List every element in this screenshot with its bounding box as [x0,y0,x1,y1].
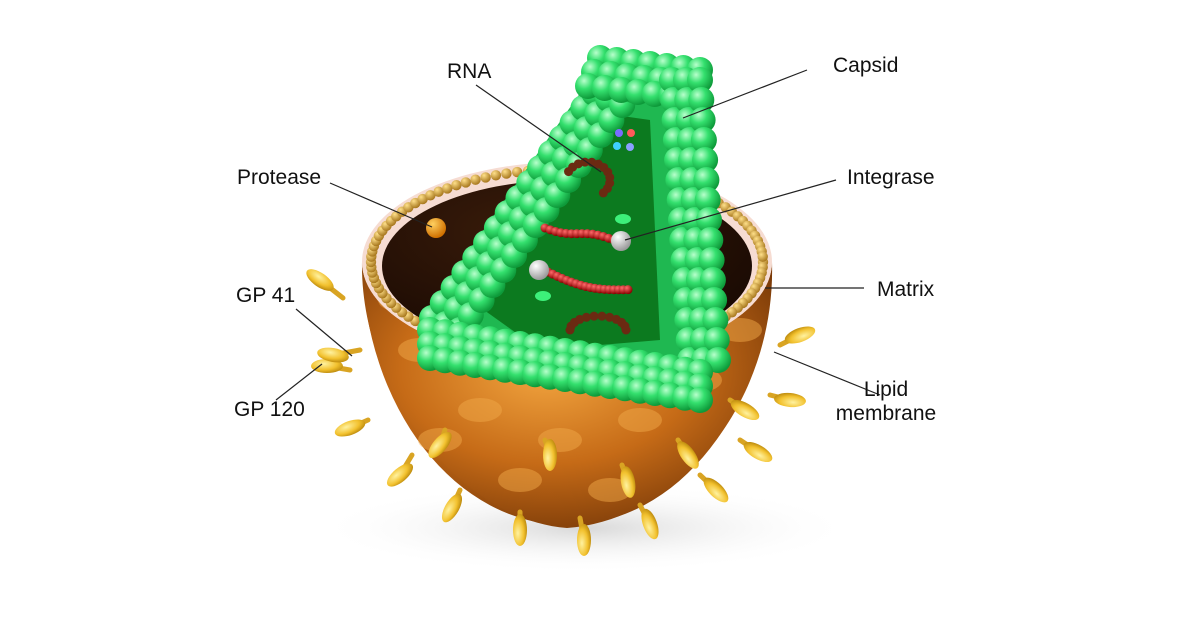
rna-bead [581,312,591,322]
enzyme-dot-lilac [626,143,634,151]
leader-integrase [624,179,837,241]
gp120-knob [641,508,659,540]
gp120-knob [306,269,334,291]
matrix-bead [490,170,502,181]
label-capsid: Capsid [833,54,899,77]
membrane-spot [498,468,542,492]
capsid-sphere [688,87,715,113]
matrix-bead [417,193,428,205]
enzyme-dot-blue [615,129,623,137]
matrix-bead [460,177,471,188]
gp120-knob [513,514,527,546]
gp120-knob [774,392,806,408]
capsid-sphere [699,267,726,293]
capsid-sphere [690,127,717,153]
label-integrase: Integrase [847,166,935,189]
gp120-knob [743,441,773,463]
label-matrix: Matrix [877,278,935,301]
leader-lines [275,69,881,401]
matrix-bead [442,183,453,194]
matrix-bead [425,190,436,201]
glycoprotein-spikes [306,269,816,556]
label-gp120: GP 120 [234,398,305,421]
matrix-bead [757,251,768,262]
gp120-knob [386,463,414,487]
rna-bead [597,311,607,321]
gp120-knob [730,399,760,421]
leader-gp120 [275,363,323,401]
capsid-cone [417,45,731,413]
capsid-sphere [696,207,722,233]
matrix-bead [451,180,462,191]
label-protease: Protease [237,166,322,189]
enzyme-dot-cyan [613,142,621,150]
lipid-membrane-body [361,262,773,528]
capsid-sphere [698,247,725,273]
capsid-sphere [703,327,730,353]
capsid-sphere [697,227,724,253]
gp120-knob [620,466,636,498]
matrix-bead [470,174,481,185]
rna-bead [621,325,631,335]
gp120-knob [334,419,366,437]
gp120-knob [677,441,699,469]
leader-lipid-membrane [773,351,881,396]
gp120-knob [428,431,452,459]
enzyme-dot-red [627,129,635,137]
gp120-knob [703,477,729,503]
membrane-spot [618,408,662,432]
green-enzyme [615,214,631,224]
capsid-sphere [694,187,721,213]
label-gp41: GP 41 [236,284,296,307]
enzymes [426,129,635,301]
capsid-sphere [701,287,728,313]
capsid-sphere [702,307,729,333]
capsid-protein-spheres [417,45,731,413]
gp120-knob [317,347,349,363]
green-enzyme-2 [535,291,551,301]
membrane-spot [458,398,502,422]
gp120-knob [784,326,816,344]
capsid-sphere [687,387,713,413]
integrase-molecule [611,231,631,251]
leader-protease [329,182,433,228]
gp120-knob [441,493,463,523]
matrix-bead [480,172,491,183]
label-rna: RNA [447,60,492,83]
leader-capsid [682,69,808,119]
gp120-knob [543,439,557,471]
label-lipid-membrane: Lipid membrane [829,378,943,426]
gp120-knob [577,524,591,556]
rna-bead [623,285,633,295]
label-lipid-line2: membrane [835,402,937,425]
label-lipid-line1: Lipid [863,378,909,401]
leader-gp41 [295,308,353,357]
rna-bead [589,311,599,321]
gp120-knob [311,359,343,373]
capsid-sphere [687,67,713,93]
protease-molecule [426,218,446,238]
leader-rna [475,84,602,173]
matrix-bead [501,168,512,179]
matrix-bead [433,186,444,197]
membrane-spot [588,478,632,502]
rna-bead [598,188,608,198]
capsid-sphere [692,147,719,173]
capsid-sphere [693,167,720,193]
integrase-molecule-2 [529,260,549,280]
